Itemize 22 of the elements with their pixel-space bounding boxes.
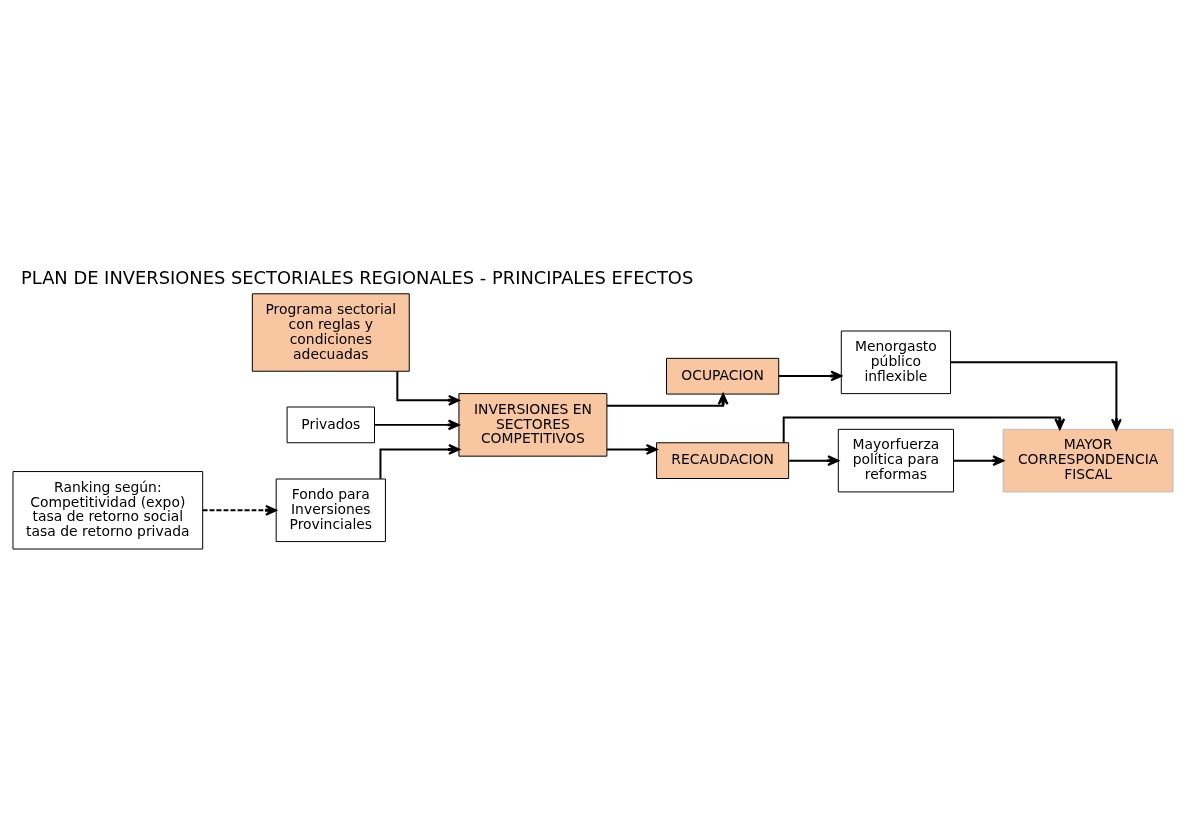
arrow (606, 443, 658, 455)
node-box: Programa sectorial con reglas y condiciones adecuadas (251, 292, 410, 372)
arrow (396, 370, 460, 406)
node-box: Ranking según: Competitividad (expo) tasa de retorno social tasa de retorno privada (12, 470, 204, 550)
node-box: RECAUDACION (656, 441, 790, 479)
arrow (201, 504, 277, 516)
node-box: OCUPACION (666, 357, 780, 395)
node-box: Menorgasto público inflexible (840, 330, 952, 394)
node-box: INVERSIONES EN SECTORES COMPETITIVOS (458, 392, 608, 457)
arrow (949, 360, 1122, 430)
node-box: Privados (286, 406, 375, 443)
arrow (777, 370, 843, 381)
node-box: MAYOR CORRESPONDENCIA FISCAL (1002, 428, 1174, 492)
diagram-title: PLAN DE INVERSIONES SECTORIALES REGIONALES - PRINCIPALES EFECTOS (21, 266, 694, 288)
node-box: Mayorfuerza política para reformas (837, 428, 954, 492)
arrow (788, 454, 840, 466)
arrow (379, 443, 460, 480)
arrow (952, 454, 1005, 466)
arrow (373, 418, 460, 430)
arrow (782, 416, 1066, 444)
arrow (606, 392, 729, 407)
node-box: Fondo para Inversiones Provinciales (275, 478, 386, 542)
